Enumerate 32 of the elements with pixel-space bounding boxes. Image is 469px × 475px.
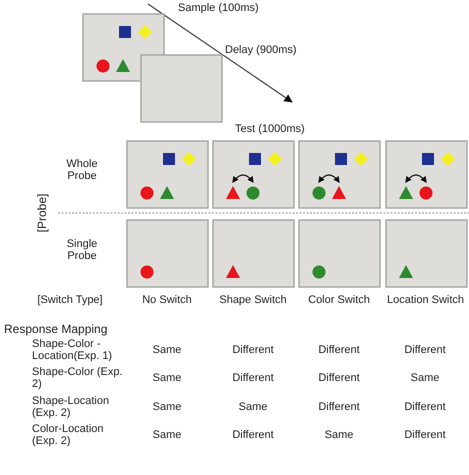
- table-cell-text: Different: [403, 344, 447, 356]
- table-cell-text: Same: [152, 401, 182, 413]
- table-cell-text: Different: [317, 401, 361, 413]
- table-cell-text: Same: [238, 401, 268, 413]
- phase-label: Sample (100ms): [178, 2, 260, 14]
- row-label: Single Probe: [66, 238, 98, 262]
- column-header: Color Switch: [307, 294, 371, 306]
- table-cell-text: Different: [231, 372, 275, 384]
- row-label: Shape-Color -Location(Exp. 1): [32, 338, 114, 362]
- table-cell-text: Same: [410, 372, 440, 384]
- column-header: Shape Switch: [218, 294, 288, 306]
- table-cell-text: Same: [152, 372, 182, 384]
- table-cell-text: Different: [231, 429, 275, 441]
- table-cell-text: Same: [152, 344, 182, 356]
- phase-label: Test (1000ms): [235, 123, 306, 135]
- axis-label: [Probe]: [36, 193, 48, 233]
- table-cell-text: Different: [317, 344, 361, 356]
- table-header: [Switch Type]: [36, 294, 104, 306]
- table-cell-text: Same: [324, 429, 354, 441]
- table-header: Response Mapping: [4, 323, 108, 335]
- table-cell-text: Same: [152, 429, 182, 441]
- column-header: Location Switch: [386, 294, 466, 306]
- column-header: No Switch: [141, 294, 193, 306]
- row-label: Color-Location (Exp. 2): [32, 423, 105, 447]
- row-label: Whole Probe: [65, 158, 99, 182]
- table-cell-text: Different: [403, 401, 447, 413]
- table-cell-text: Different: [231, 344, 275, 356]
- table-cell-text: Different: [317, 372, 361, 384]
- row-label: Shape-Location (Exp. 2): [32, 395, 110, 419]
- table-cell-text: Different: [403, 429, 447, 441]
- row-label: Shape-Color (Exp. 2): [32, 366, 124, 390]
- phase-label: Delay (900ms): [225, 44, 298, 56]
